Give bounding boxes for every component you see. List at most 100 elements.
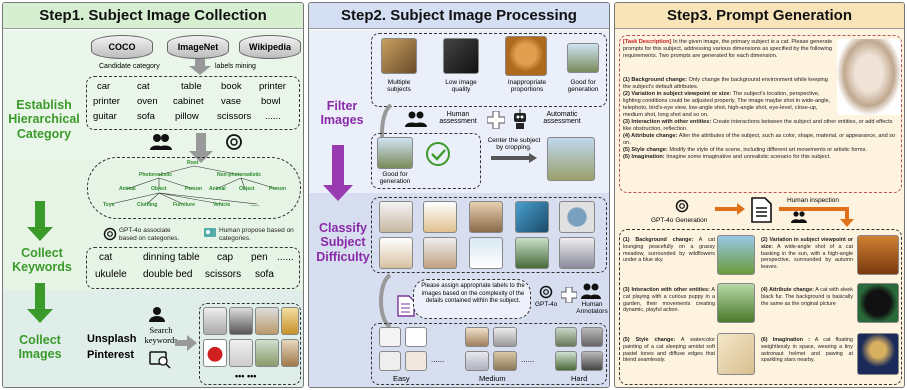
medium-image <box>465 351 489 371</box>
hard-image <box>555 327 577 347</box>
generated-prompt: (6) Imagination : A cat floating weightl… <box>761 337 853 364</box>
step3-title: Step3. Prompt Generation <box>615 3 904 29</box>
task-description: [Task Description] In the given image, t… <box>623 39 833 60</box>
green-down-arrow-icon <box>27 283 53 323</box>
easy-image <box>405 327 427 347</box>
gpt-label: GPT-4o <box>535 301 558 308</box>
word: printer <box>259 81 286 92</box>
generated-prompt: (5) Style change: A watercolor painting … <box>623 337 715 364</box>
collect-images-label: Collect Images <box>18 333 62 362</box>
human-icon <box>204 228 216 237</box>
keywords-box <box>86 247 300 289</box>
purple-down-arrow-icon <box>323 145 353 201</box>
word: table <box>181 81 202 92</box>
tree-node: Animal <box>119 186 136 192</box>
generated-prompt: (2) Variation in subject viewpoint or si… <box>761 237 853 270</box>
collected-image <box>281 339 299 367</box>
word: ...... <box>265 111 281 122</box>
database-coco: COCO <box>91 35 153 59</box>
word: oven <box>137 96 158 107</box>
good-image <box>377 137 413 169</box>
task-description-box <box>619 35 902 193</box>
word: cabinet <box>173 96 204 107</box>
gpt-generation-label: GPT-4o Generation <box>651 217 708 224</box>
tree-node: Non-photorealistic <box>217 172 262 178</box>
establish-hierarchical-category-label: Establish Hierarchical Category <box>8 98 80 141</box>
tree-node: Clothing <box>137 202 158 208</box>
requirement: (5) Style change: Modify the style of th… <box>623 146 867 153</box>
word: pillow <box>175 111 199 122</box>
openai-logo-icon <box>226 134 242 150</box>
classify-image <box>423 201 457 233</box>
person-icon <box>149 307 165 322</box>
people-icon <box>150 134 172 150</box>
collected-image <box>255 307 279 335</box>
requirement: (4) Attribute change: Alter the attribut… <box>623 132 896 146</box>
prompt-image <box>717 235 755 275</box>
medium-image <box>465 327 489 347</box>
automatic-assessment-label: Automatic assessment <box>543 111 581 125</box>
right-arrow-icon <box>175 335 197 351</box>
pinterest-label: Pinterest <box>87 349 135 361</box>
difficulty-easy: Easy <box>393 374 410 383</box>
category-label: Multiple subjects <box>387 79 411 94</box>
orange-elbow-arrow-icon <box>779 207 854 227</box>
orange-right-arrow-icon <box>715 203 745 215</box>
task-text: In the given image, the primary subject … <box>623 39 833 59</box>
keyword: double bed <box>143 269 193 280</box>
collected-image <box>281 307 299 335</box>
word: guitar <box>93 111 117 122</box>
collected-images-box <box>199 303 301 385</box>
classify-image <box>469 237 503 269</box>
classify-image <box>379 237 413 269</box>
tree-node: Object <box>239 186 255 192</box>
keyword: cat <box>99 252 113 263</box>
tree-node: Person <box>269 186 286 192</box>
generated-prompt: (3) Interaction with other entities: A c… <box>623 287 716 314</box>
cropped-image <box>547 137 595 181</box>
low-quality-image <box>443 38 479 74</box>
requirements-list: (1) Background change: Only change the b… <box>623 77 902 189</box>
center-crop-label: Center the subject by cropping. <box>487 137 541 151</box>
gpt-associate-text: GPT-4o associate based on categories. <box>119 227 180 243</box>
filter-images-label: Filter Images <box>320 99 364 128</box>
good-generation-box <box>371 133 481 189</box>
word: sofa <box>137 111 155 122</box>
people-icon <box>791 211 807 223</box>
tree-node: Person <box>185 186 202 192</box>
difficulty-box <box>371 323 607 385</box>
tree-node: Object <box>151 186 167 192</box>
prompt-image <box>857 283 899 323</box>
task-tag: [Task Description] <box>623 39 672 45</box>
human-inspection-label: Human inspection <box>787 197 840 204</box>
classify-image <box>515 201 549 233</box>
collected-image <box>229 307 253 335</box>
plus-icon <box>487 111 505 129</box>
labels-mining-label: labels mining <box>215 63 256 70</box>
tree-root: Root <box>187 160 199 166</box>
filter-categories-box <box>371 33 607 107</box>
tree-node: ...... <box>251 202 260 208</box>
category-label: Low image quality <box>445 79 477 94</box>
subject-cat-image <box>837 39 901 115</box>
generated-prompt: (4) Attribute change: A cat with sleek b… <box>761 287 853 307</box>
good-image <box>567 43 599 73</box>
tree-node: Photorealistic <box>139 172 173 178</box>
instruction-text: Please assign appropriate labels to the … <box>421 283 525 304</box>
classify-image <box>559 201 595 233</box>
collected-image <box>203 339 227 367</box>
requirement: (2) Variation in subject viewpoint or si… <box>623 90 831 118</box>
tree-node: Animal <box>209 186 226 192</box>
collected-image <box>203 307 227 335</box>
category-label: Good for generation <box>567 79 599 94</box>
classify-image <box>469 201 503 233</box>
classify-image <box>379 201 413 233</box>
classify-subject-difficulty-label: Classify Subject Difficulty <box>316 221 370 264</box>
down-arrow-icon <box>189 59 211 75</box>
hierarchy-tree <box>110 165 278 205</box>
right-arrow-icon <box>491 153 537 163</box>
word: printer <box>93 96 120 107</box>
prompt-image <box>857 333 899 375</box>
check-circle-icon <box>426 142 450 166</box>
classify-image <box>423 237 457 269</box>
